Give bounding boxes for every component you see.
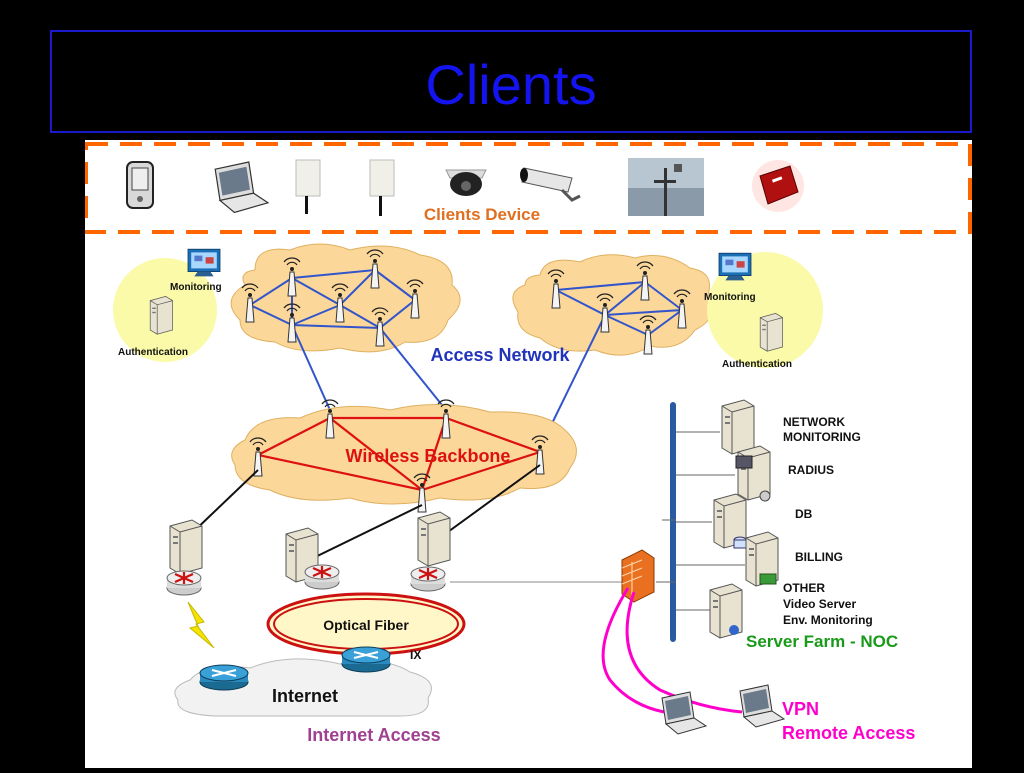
panel-antenna-icon	[369, 159, 395, 216]
backbone-cloud	[231, 403, 577, 505]
right-management-zone	[707, 252, 823, 368]
firewall-icon	[621, 549, 655, 603]
network-monitoring-label-line2: MONITORING	[783, 430, 861, 444]
network-monitoring-label: NETWORK	[783, 415, 845, 429]
wireless-backbone-label: Wireless Backbone	[346, 446, 511, 466]
access-cloud-right	[512, 254, 713, 356]
db-server-icon	[713, 493, 747, 549]
wireless-link-icon	[187, 601, 215, 649]
network-monitoring-server-icon	[721, 399, 755, 455]
billing-label: BILLING	[795, 550, 843, 564]
remote-access-label: Remote Access	[782, 723, 915, 743]
vpn-label: VPN	[782, 699, 819, 719]
billing-server-icon	[745, 531, 779, 587]
access-cloud-left	[230, 243, 461, 353]
internet-access-label: Internet Access	[307, 725, 440, 745]
video-server-label: Video Server	[783, 597, 856, 611]
right-authentication-label: Authentication	[722, 359, 792, 370]
pda-icon	[126, 161, 154, 209]
title-box: Clients	[50, 30, 972, 133]
left-monitoring-label: Monitoring	[170, 282, 222, 293]
radius-label: RADIUS	[788, 463, 834, 477]
ix-label: IX	[410, 648, 421, 662]
network-diagram: Clients Device Monitoring Authentication…	[84, 140, 972, 768]
server-farm-bus	[670, 402, 676, 642]
panel-antenna-icon	[295, 159, 321, 214]
dome-camera-icon	[445, 169, 487, 196]
diagram-svg: Clients Device Monitoring Authentication…	[84, 140, 972, 745]
other-server-icon	[709, 583, 743, 639]
internet-router-icon	[199, 664, 249, 691]
server-farm-noc-label: Server Farm - NOC	[746, 632, 898, 651]
other-label: OTHER	[783, 581, 825, 595]
env-monitoring-label: Env. Monitoring	[783, 613, 873, 627]
server-farm-connectors	[656, 431, 745, 611]
left-authentication-label: Authentication	[118, 347, 188, 358]
clients-dashed-border	[84, 142, 972, 234]
clients-device-label: Clients Device	[424, 205, 540, 224]
db-label: DB	[795, 507, 813, 521]
gateway-router-1	[165, 519, 203, 597]
backbone-links	[254, 416, 544, 492]
gateway-router-3	[409, 511, 451, 593]
ix-router-icon	[341, 646, 391, 673]
sensor-device-icon	[752, 160, 804, 212]
weather-station-icon	[628, 158, 704, 216]
right-monitoring-label: Monitoring	[704, 292, 756, 303]
gateway-router-2	[285, 527, 341, 591]
bullet-camera-icon	[520, 167, 581, 202]
authentication-server-icon	[759, 313, 783, 352]
radius-server-icon	[735, 445, 771, 502]
slide-title: Clients	[425, 53, 597, 116]
vpn-laptop-icon	[739, 684, 785, 728]
vpn-laptop-icon	[661, 691, 707, 735]
optical-fiber-label: Optical Fiber	[323, 617, 409, 633]
authentication-server-icon	[149, 296, 173, 335]
internet-label: Internet	[272, 686, 338, 706]
vpn-tunnels	[601, 587, 743, 714]
access-network-label: Access Network	[430, 345, 570, 365]
